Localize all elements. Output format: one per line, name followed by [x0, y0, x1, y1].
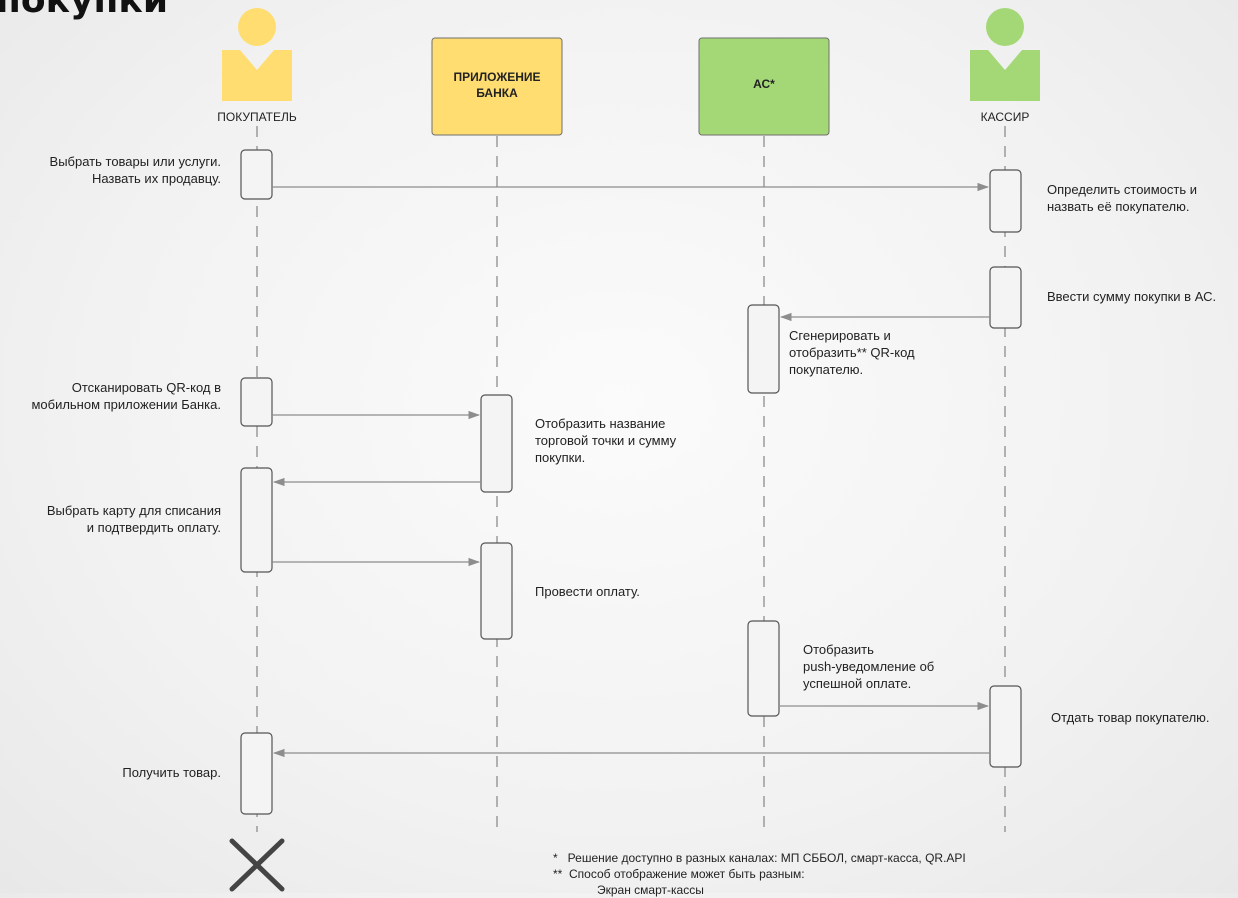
activation-buyer-2 — [240, 377, 273, 427]
step-enter-amount: Ввести сумму покупки в АС. — [1047, 289, 1217, 304]
bank-app-box — [431, 37, 563, 136]
activation-buyer-4 — [240, 732, 273, 815]
footnote-2: ** Способ отображение может быть разным: — [553, 867, 805, 881]
activation-as-1 — [747, 304, 780, 394]
footnote-1: * Решение доступно в разных каналах: МП … — [553, 851, 966, 865]
cashier-actor-icon — [970, 8, 1040, 101]
bank-app-label: ПРИЛОЖЕНИЕ БАНКА — [453, 70, 541, 100]
step-determine-price: Определить стоимость и назвать её покупа… — [1047, 182, 1197, 214]
activation-bank-app-1 — [480, 394, 513, 493]
step-show-merchant: Отобразить название торговой точки и сум… — [535, 416, 677, 465]
step-select-goods: Выбрать товары или услуги. Назвать их пр… — [49, 154, 221, 186]
step-generate-qr: Сгенерировать и отобразить** QR-код поку… — [789, 328, 915, 377]
end-cross-icon — [229, 838, 285, 892]
buyer-actor-icon — [222, 8, 292, 101]
activation-buyer-1 — [240, 149, 273, 200]
step-process-payment: Провести оплату. — [535, 584, 640, 599]
step-show-push: Отобразить push-уведомление об успешной … — [803, 642, 935, 691]
activation-cashier-2 — [989, 266, 1022, 329]
step-hand-over: Отдать товар покупателю. — [1051, 710, 1210, 725]
step-select-card: Выбрать карту для списания и подтвердить… — [46, 503, 221, 535]
step-scan-qr: Отсканировать QR-код в мобильном приложе… — [31, 380, 221, 412]
activation-cashier-1 — [989, 169, 1022, 233]
activation-cashier-3 — [989, 685, 1022, 768]
footnote-3: Экран смарт-кассы — [597, 883, 704, 897]
step-receive-goods: Получить товар. — [122, 765, 221, 780]
buyer-label: ПОКУПАТЕЛЬ — [217, 110, 297, 124]
page-title: покупки — [0, 0, 169, 21]
activation-buyer-3 — [240, 467, 273, 573]
activation-as-2 — [747, 620, 780, 717]
as-label: АС* — [753, 77, 775, 91]
as-box — [698, 37, 830, 136]
cashier-label: КАССИР — [980, 110, 1030, 124]
activation-bank-app-2 — [480, 542, 513, 640]
